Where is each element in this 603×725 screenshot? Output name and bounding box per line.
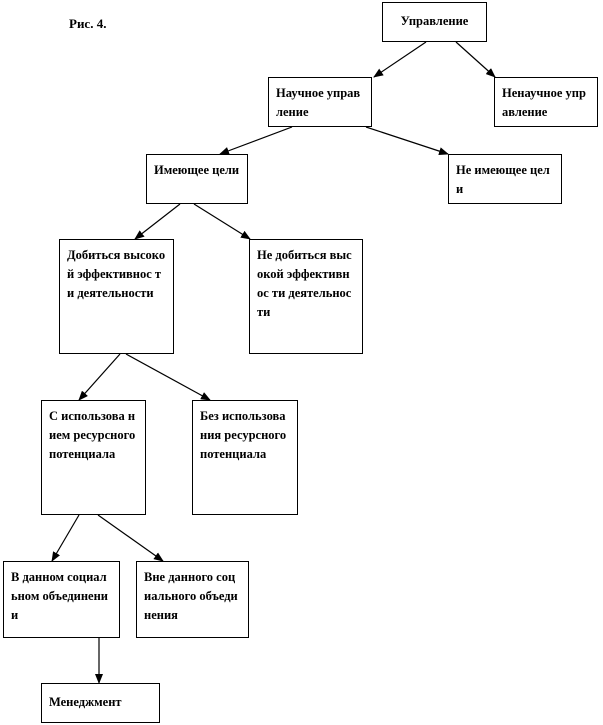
node-outside-social-unit: Вне данного социального объединения: [136, 561, 249, 638]
node-having-goals: Имеющее цели: [146, 154, 248, 204]
arrow-scientific-nogoals: [365, 126, 449, 155]
arrow-goals-noeff: [193, 203, 251, 240]
arrow-root-nonscientific: [455, 41, 496, 78]
node-not-achieve-efficiency: Не добиться высокой эффективнос ти деяте…: [249, 239, 363, 354]
arrow-root-scientific: [373, 41, 427, 78]
node-achieve-efficiency: Добиться высокой эффективнос ти деятельн…: [59, 239, 174, 354]
node-scientific-management: Научное управление: [268, 77, 372, 127]
arrow-res-out: [97, 514, 164, 562]
node-no-goals: Не имеющее цели: [448, 154, 562, 204]
arrow-eff-res: [78, 353, 121, 401]
node-management-result: Менеджмент: [41, 683, 160, 723]
arrow-res-in: [51, 514, 80, 562]
node-inside-social-unit: В данном социальном объединении: [3, 561, 120, 638]
node-management-root: Управление: [382, 2, 487, 42]
node-non-scientific-management: Ненаучное управление: [494, 77, 598, 127]
figure-caption: Рис. 4.: [69, 16, 107, 31]
node-without-resources: Без использова ния ресурсного потенциала: [192, 400, 298, 515]
arrow-scientific-goals: [219, 126, 293, 155]
arrow-goals-eff: [134, 203, 181, 240]
node-with-resources: С использова нием ресурсного потенциала: [41, 400, 146, 515]
arrow-eff-nores: [125, 353, 211, 401]
